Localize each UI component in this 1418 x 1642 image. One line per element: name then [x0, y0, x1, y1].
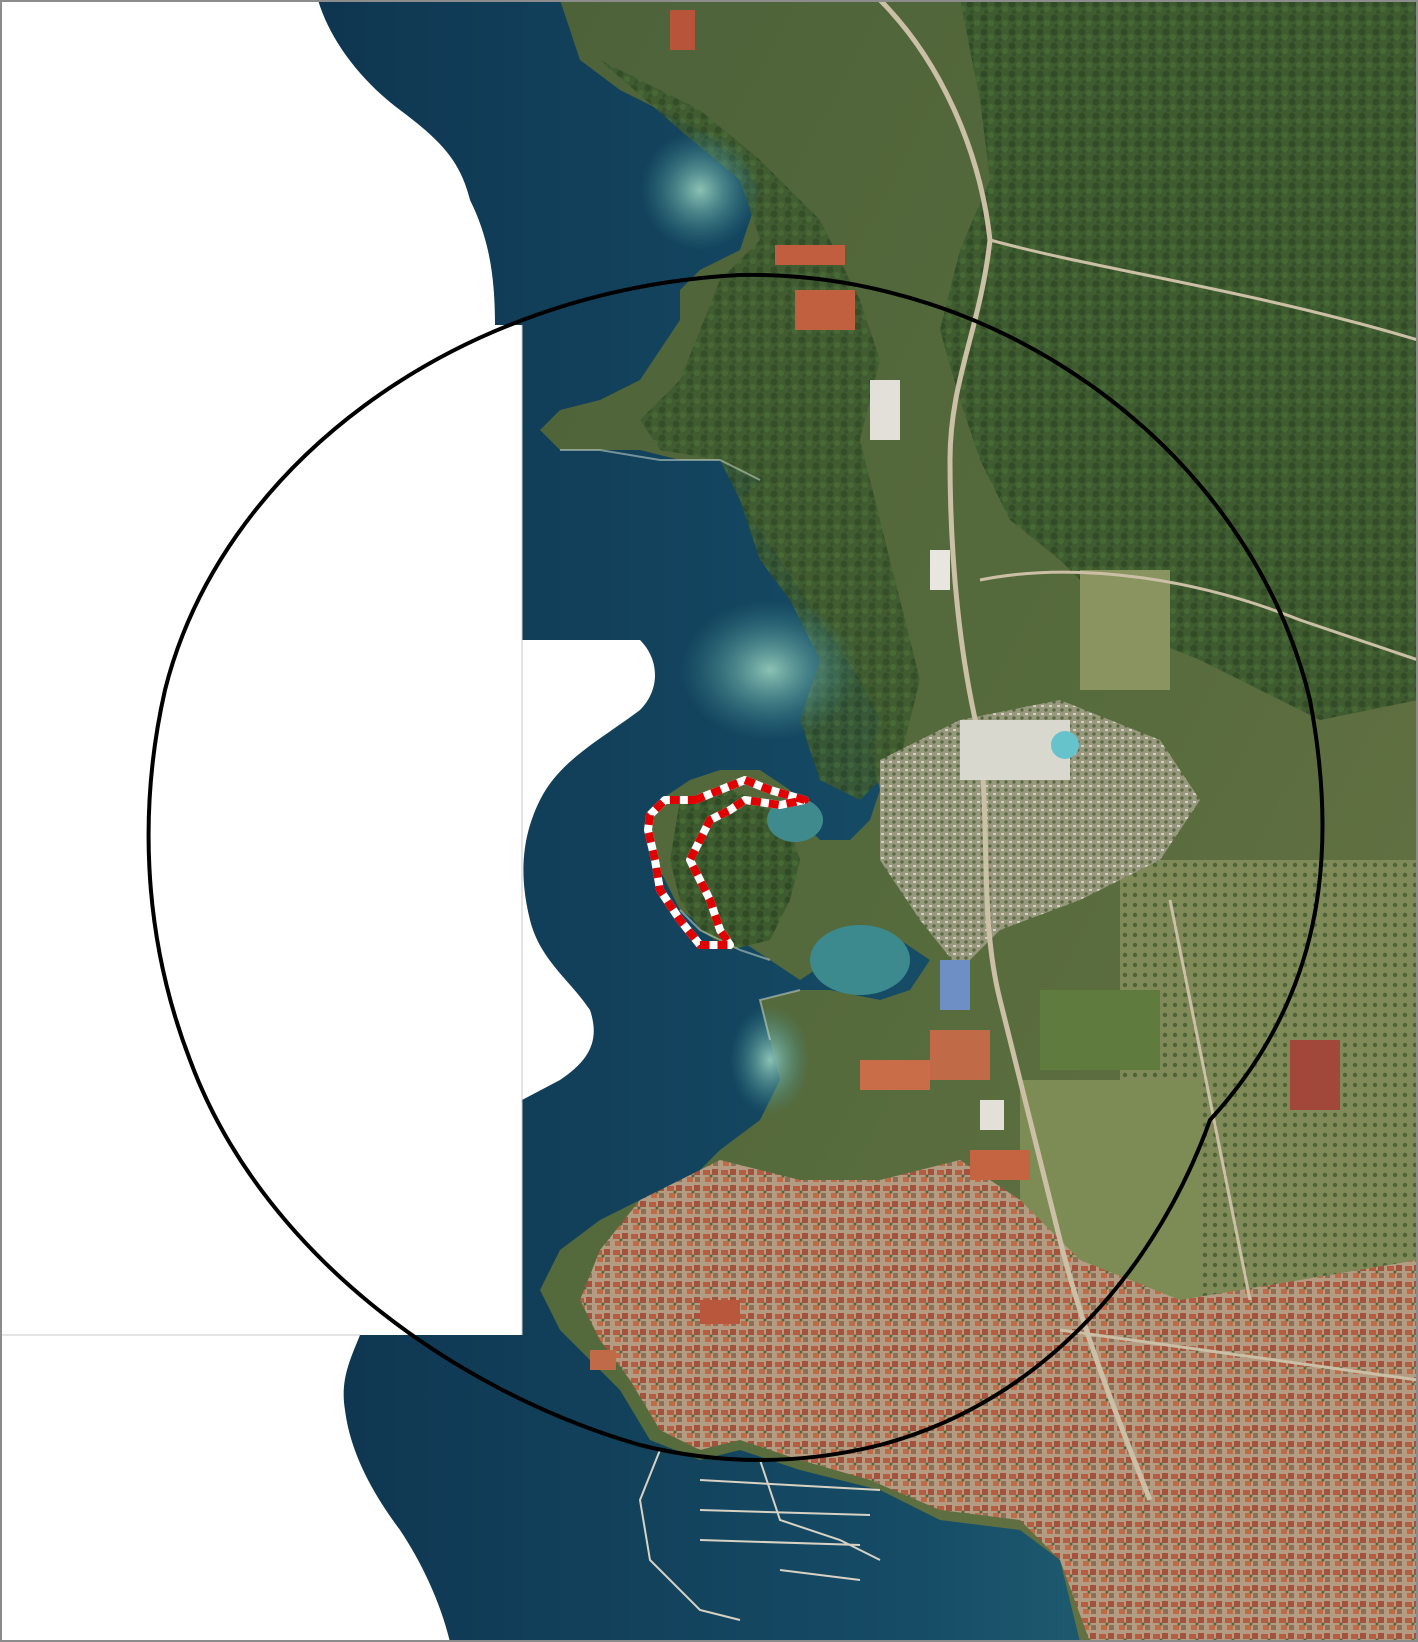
field-patch: [1080, 570, 1170, 690]
shallow-bay-middle: [680, 600, 860, 740]
side-road-east: [979, 570, 1418, 662]
side-road: [989, 238, 1418, 342]
project-boundary-red: [644, 776, 809, 949]
coastline-surf: [560, 449, 801, 1041]
red-field: [1290, 1040, 1340, 1110]
forest-coastal: [600, 60, 920, 800]
shallow-bay-north: [640, 130, 760, 250]
resort-buildings: [590, 10, 1079, 1370]
side-road-south: [1059, 899, 1418, 1382]
aerial-photo: [300, 0, 1418, 1642]
project-boundary: [644, 776, 809, 949]
lagoon-inner: [767, 798, 823, 842]
marina: [638, 1449, 881, 1621]
forest-east: [940, 0, 1418, 720]
shallow-bay-south: [730, 1005, 810, 1115]
town-built-up: [580, 1160, 1418, 1642]
sports-field: [1040, 990, 1160, 1070]
lagoon-south: [810, 925, 910, 995]
coverage-gap: [0, 0, 655, 1642]
radius-circle: [146, 272, 1325, 1462]
